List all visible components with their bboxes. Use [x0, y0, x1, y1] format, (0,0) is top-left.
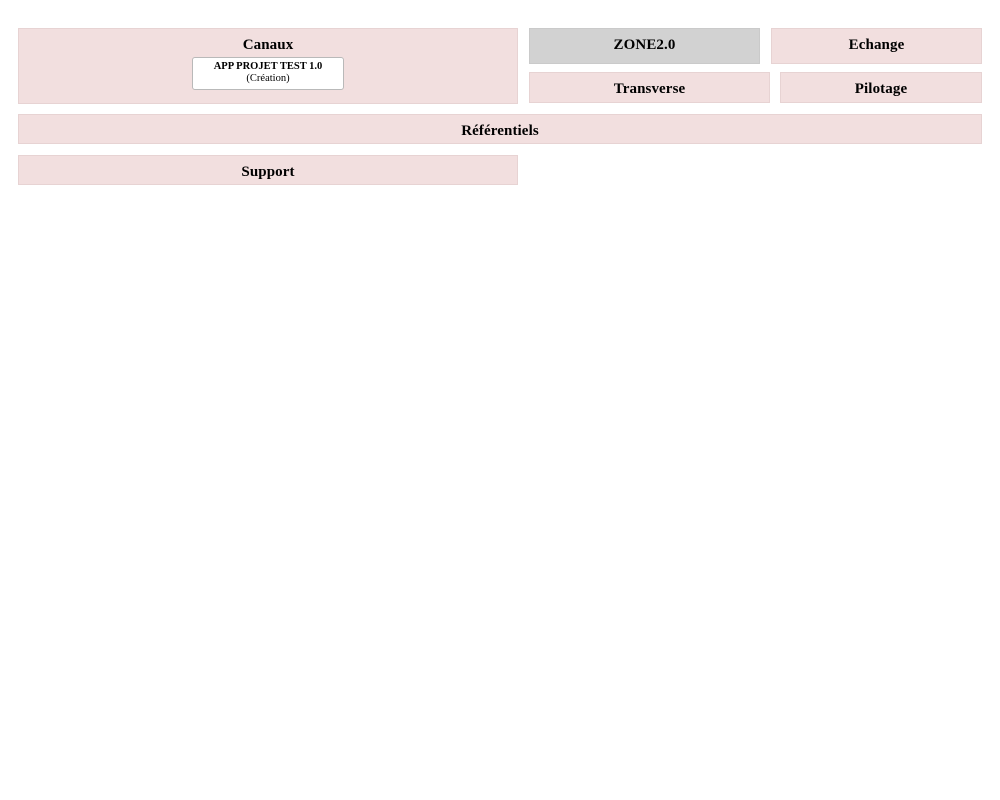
zone-title-canaux: Canaux: [242, 37, 294, 53]
zone-title-support: Support: [241, 164, 295, 180]
zone-block-support[interactable]: Support: [18, 155, 518, 185]
application-card-app-projet-test-1-0[interactable]: APP PROJET TEST 1.0 (Création): [192, 57, 344, 90]
zone-block-zone20[interactable]: ZONE2.0: [529, 28, 760, 64]
zone-block-transverse[interactable]: Transverse: [529, 72, 770, 103]
zone-block-canaux[interactable]: Canaux APP PROJET TEST 1.0 (Création): [18, 28, 518, 104]
application-name: APP PROJET TEST 1.0: [213, 61, 323, 72]
zone-block-referentiels[interactable]: Référentiels: [18, 114, 982, 144]
zone-title-referentiels: Référentiels: [461, 123, 539, 139]
zone-title-pilotage: Pilotage: [854, 81, 908, 97]
application-state: (Création): [246, 73, 290, 84]
zone-block-echange[interactable]: Echange: [771, 28, 982, 64]
zone-title-echange: Echange: [848, 37, 905, 53]
zone-title-zone20: ZONE2.0: [613, 37, 676, 53]
zone-block-pilotage[interactable]: Pilotage: [780, 72, 982, 103]
zone-title-transverse: Transverse: [613, 81, 686, 97]
